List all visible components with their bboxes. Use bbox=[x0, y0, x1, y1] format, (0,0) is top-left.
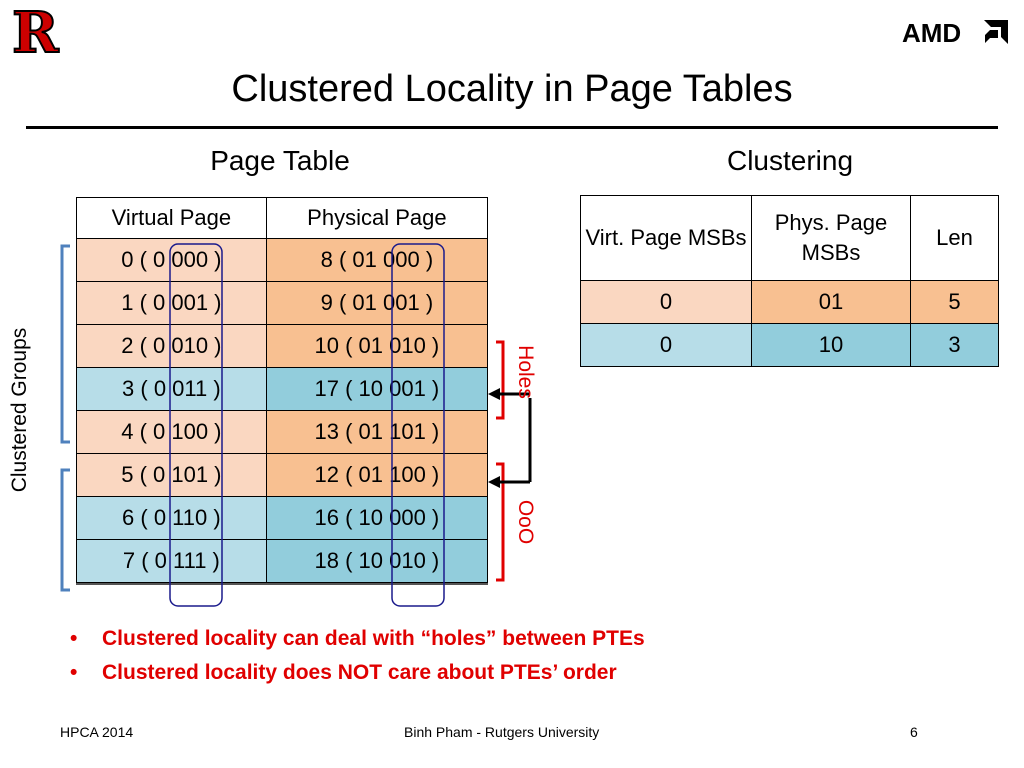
virtual-page-cell: 2 ( 0 010 ) bbox=[76, 324, 267, 368]
len-cell: 3 bbox=[910, 323, 999, 367]
slide-title: Clustered Locality in Page Tables bbox=[231, 68, 793, 110]
holes-label: Holes bbox=[514, 345, 537, 399]
physical-page-cell: 12 ( 01 100 ) bbox=[265, 453, 489, 497]
list-item: • Clustered locality can deal with “hole… bbox=[70, 622, 870, 656]
ooo-bracket bbox=[496, 462, 505, 582]
clustering-heading: Clustering bbox=[726, 145, 854, 176]
bullet-icon: • bbox=[70, 661, 78, 684]
header-virtual-page: Virtual Page bbox=[76, 197, 267, 239]
table-row: 3 ( 0 011 ) 17 ( 10 001 ) bbox=[76, 367, 489, 411]
phys-msbs-cell: 10 bbox=[751, 323, 911, 367]
table-row: 0 01 5 bbox=[580, 280, 999, 324]
rutgers-logo: R bbox=[11, 0, 60, 60]
bullet-list: • Clustered locality can deal with “hole… bbox=[70, 622, 870, 690]
table-row: 5 ( 0 101 ) 12 ( 01 100 ) bbox=[76, 453, 489, 497]
ooo-label: OoO bbox=[514, 499, 537, 545]
list-item: • Clustered locality does NOT care about… bbox=[70, 656, 870, 690]
virtual-page-cell: 7 ( 0 111 ) bbox=[76, 539, 267, 583]
physical-page-cell: 13 ( 01 101 ) bbox=[265, 410, 489, 454]
virtual-page-cell: 6 ( 0 110 ) bbox=[76, 496, 267, 540]
physical-page-cell: 9 ( 01 001 ) bbox=[265, 281, 489, 325]
clustering-table: Virt. Page MSBs Phys. Page MSBs Len 0 01… bbox=[580, 195, 999, 367]
physical-page-cell: 16 ( 10 000 ) bbox=[265, 496, 489, 540]
holes-bracket bbox=[496, 340, 505, 420]
bullet-icon: • bbox=[70, 627, 78, 650]
phys-msbs-cell: 01 bbox=[751, 280, 911, 324]
footer-conference: HPCA 2014 bbox=[60, 724, 134, 740]
table-row: 6 ( 0 110 ) 16 ( 10 000 ) bbox=[76, 496, 489, 540]
header-physical-page: Physical Page bbox=[265, 197, 489, 239]
physical-page-cell: 17 ( 10 001 ) bbox=[265, 367, 489, 411]
page-table-header-row: Virtual Page Physical Page bbox=[76, 197, 489, 239]
header-virt-msbs: Virt. Page MSBs bbox=[580, 195, 752, 281]
footer-author: Binh Pham - Rutgers University bbox=[404, 724, 600, 740]
virtual-page-cell: 4 ( 0 100 ) bbox=[76, 410, 267, 454]
table-row: 2 ( 0 010 ) 10 ( 01 010 ) bbox=[76, 324, 489, 368]
physical-page-cell: 18 ( 10 010 ) bbox=[265, 539, 489, 583]
arrow-head-row-3 bbox=[488, 388, 500, 400]
virtual-page-cell: 1 ( 0 001 ) bbox=[76, 281, 267, 325]
header-phys-msbs: Phys. Page MSBs bbox=[751, 195, 911, 281]
virt-msbs-cell: 0 bbox=[580, 280, 752, 324]
svg-text:R: R bbox=[12, 0, 59, 60]
header-len: Len bbox=[910, 195, 999, 281]
title-divider bbox=[26, 126, 998, 129]
physical-page-cell: 8 ( 01 000 ) bbox=[265, 238, 489, 282]
virtual-page-cell: 3 ( 0 011 ) bbox=[76, 367, 267, 411]
clustered-group-bracket-1 bbox=[60, 244, 70, 444]
arrow-head-row-5 bbox=[488, 476, 500, 488]
page-table-heading: Page Table bbox=[210, 145, 350, 176]
table-row: 4 ( 0 100 ) 13 ( 01 101 ) bbox=[76, 410, 489, 454]
clustered-groups-label: Clustered Groups bbox=[8, 327, 31, 493]
virtual-page-cell: 5 ( 0 101 ) bbox=[76, 453, 267, 497]
clustering-header-row: Virt. Page MSBs Phys. Page MSBs Len bbox=[580, 195, 999, 281]
table-row: 0 ( 0 000 ) 8 ( 01 000 ) bbox=[76, 238, 489, 282]
bullet-text: Clustered locality does NOT care about P… bbox=[102, 661, 617, 684]
len-cell: 5 bbox=[910, 280, 999, 324]
table-row: 1 ( 0 001 ) 9 ( 01 001 ) bbox=[76, 281, 489, 325]
page-number: 6 bbox=[910, 724, 918, 740]
bullet-text: Clustered locality can deal with “holes”… bbox=[102, 627, 645, 650]
virt-msbs-cell: 0 bbox=[580, 323, 752, 367]
page-table: Virtual Page Physical Page 0 ( 0 000 ) 8… bbox=[76, 197, 489, 583]
table-row: 0 10 3 bbox=[580, 323, 999, 367]
physical-page-cell: 10 ( 01 010 ) bbox=[265, 324, 489, 368]
virtual-page-cell: 0 ( 0 000 ) bbox=[76, 238, 267, 282]
clustered-group-bracket-2 bbox=[60, 468, 70, 592]
amd-logo: AMD bbox=[902, 18, 1008, 48]
svg-text:AMD: AMD bbox=[902, 18, 961, 48]
table-row: 7 ( 0 111 ) 18 ( 10 010 ) bbox=[76, 539, 489, 583]
